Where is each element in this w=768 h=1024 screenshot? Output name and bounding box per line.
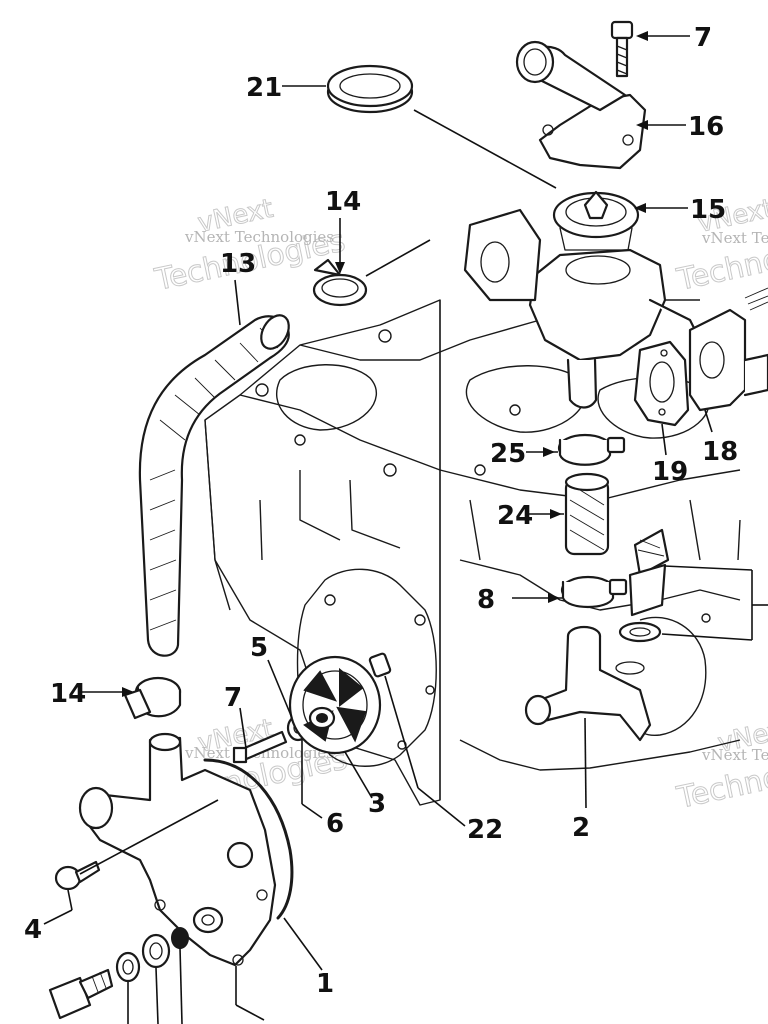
callout-label: 19 [652, 457, 688, 487]
part-6-impeller [288, 655, 382, 755]
watermark-text: vNext Technologies [701, 746, 768, 764]
part-16-thermostat-cover [515, 40, 647, 170]
callout-label: 6 [326, 809, 344, 839]
part-24-hose-short [564, 472, 610, 556]
watermark-text: vNext Technologies [184, 228, 334, 246]
bottom-washers [115, 927, 189, 983]
callout-label: 25 [490, 439, 526, 469]
callout-label: 22 [467, 815, 503, 845]
watermarks: vNext Technologies vNext Technologies vN… [151, 193, 768, 816]
part-13-hose [138, 314, 290, 657]
part-21-seal-ring [326, 64, 414, 114]
leader-arrowheads [122, 31, 648, 697]
part-18-outlet-fitting [688, 287, 768, 412]
callout-label: 5 [250, 633, 268, 663]
callout-label: 14 [50, 679, 86, 709]
part-25-clamp-lower [560, 575, 628, 608]
callout-label: 16 [688, 112, 724, 142]
callout-labels: 7 21 16 15 14 13 18 19 25 24 8 5 6 3 22 … [24, 23, 738, 999]
part-2-bolt [54, 860, 101, 891]
callout-label: 2 [572, 813, 590, 843]
part-25-clamp-upper [557, 433, 626, 466]
callout-label: 4 [24, 915, 42, 945]
part-19-gasket [633, 340, 690, 427]
part-14-clamp-top [312, 258, 368, 307]
callout-label: 3 [368, 789, 386, 819]
callout-label: 7 [224, 683, 242, 713]
callout-label: 13 [220, 249, 256, 279]
part-7-bolt-lower [232, 730, 288, 764]
part-14-clamp-lower [123, 676, 182, 720]
thermostat-housing-body [463, 208, 702, 409]
callout-label: 15 [690, 195, 726, 225]
callout-label: 21 [246, 73, 282, 103]
callout-label: 24 [497, 501, 533, 531]
callout-label: 7 [694, 23, 712, 53]
watermark-text: vNext Technologies [701, 229, 768, 247]
callout-label: 1 [316, 969, 334, 999]
part-1-pump-housing [78, 732, 277, 967]
part-4-pump-gasket [203, 758, 294, 920]
part-22-elbow-fitting [524, 625, 652, 742]
callout-label: 18 [702, 437, 738, 467]
callout-label: 8 [477, 585, 495, 615]
temperature-sensor [618, 528, 670, 643]
part-3-stud [368, 652, 392, 678]
part-7-bolt-top [610, 20, 634, 78]
part-15-thermostat [552, 190, 640, 251]
bottom-sensor-switch [48, 968, 114, 1020]
callout-label: 14 [325, 187, 361, 217]
